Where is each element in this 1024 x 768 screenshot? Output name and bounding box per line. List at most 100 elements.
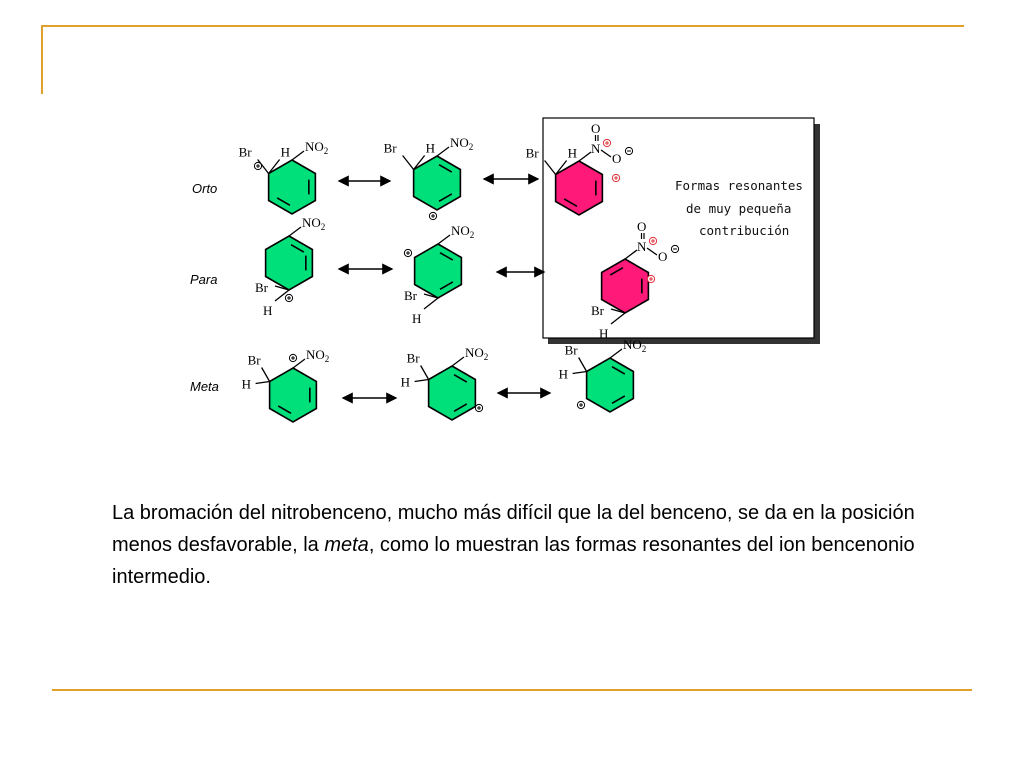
bond — [578, 357, 588, 372]
bond — [437, 234, 451, 245]
caption-text-2: , como lo muestran las formas resonantes… — [112, 534, 915, 588]
nitro-label: NO2 — [450, 135, 473, 152]
nitrogen-label: N — [591, 141, 601, 156]
bromo-label: Br — [255, 280, 269, 295]
hydrogen-label: H — [599, 326, 608, 341]
hydrogen-label: H — [242, 377, 251, 392]
bond — [274, 285, 290, 291]
bond — [255, 380, 270, 385]
ring-double-bond — [611, 366, 626, 375]
positive-charge — [576, 400, 586, 410]
bond — [624, 249, 638, 260]
positive-charge — [403, 248, 413, 258]
top-rule — [42, 25, 964, 27]
bond — [609, 348, 623, 359]
resonance-diagram: Orto Para Meta Formas resonantes de muy … — [190, 117, 820, 423]
hydrogen-label: H — [412, 311, 421, 326]
ring-double-bond — [611, 395, 626, 404]
positive-charge — [602, 138, 612, 148]
benzene-ring — [267, 159, 317, 215]
bond — [413, 155, 426, 170]
nitro-label: NO2 — [305, 139, 328, 156]
bond — [572, 370, 587, 375]
row-label-meta: Meta — [190, 379, 219, 394]
hydrogen-label: H — [263, 303, 272, 318]
bond — [600, 149, 612, 158]
caption: La bromación del nitrobenceno, mucho más… — [112, 497, 932, 593]
ring-outline — [412, 155, 462, 211]
bond — [423, 297, 439, 310]
negative-charge — [624, 146, 634, 156]
bromo-label: Br — [384, 141, 398, 156]
bond — [291, 150, 305, 161]
bottom-rule — [52, 689, 972, 691]
oxygen-label: O — [612, 151, 621, 166]
bond — [578, 151, 592, 162]
bromo-label: Br — [248, 353, 262, 368]
bromo-label: Br — [565, 343, 579, 358]
ring-double-bond — [609, 267, 624, 276]
bond — [610, 312, 626, 325]
bond — [423, 293, 439, 299]
benzene-ring — [412, 155, 462, 211]
hydrogen-label: H — [426, 141, 435, 156]
nitro-label: NO2 — [451, 223, 474, 240]
nitro-subscript: 2 — [469, 142, 474, 152]
note-line-3: contribución — [699, 223, 789, 238]
bond — [610, 308, 626, 314]
nitro-subscript: 2 — [324, 146, 329, 156]
row-label-orto: Orto — [192, 181, 217, 196]
hydrogen-label: H — [401, 375, 410, 390]
ring-outline — [413, 243, 463, 299]
nitro-label: NO2 — [302, 215, 325, 232]
benzene-ring — [264, 235, 314, 291]
bond — [274, 289, 290, 302]
oxygen-label: O — [658, 249, 667, 264]
positive-charge — [253, 161, 263, 171]
nitro-subscript: 2 — [321, 222, 326, 232]
nitro-subscript: 2 — [470, 230, 475, 240]
benzene-ring — [413, 243, 463, 299]
bond — [436, 146, 450, 157]
bond — [451, 356, 465, 367]
bond — [268, 159, 281, 174]
positive-charge — [284, 293, 294, 303]
hydrogen-label: H — [568, 146, 577, 161]
bond — [288, 226, 302, 237]
ring-double-bond — [563, 198, 578, 207]
positive-charge — [611, 173, 621, 183]
note-line-1: Formas resonantes — [675, 178, 803, 193]
bromo-label: Br — [239, 145, 253, 160]
ring-double-bond — [277, 405, 292, 414]
left-rule — [41, 25, 43, 94]
bromo-label: Br — [526, 146, 540, 161]
ring-double-bond — [438, 164, 453, 173]
bond — [257, 159, 270, 174]
benzene-ring — [268, 367, 318, 423]
nitro-label: NO2 — [306, 347, 329, 364]
nitro-subscript: 2 — [484, 352, 489, 362]
bond — [402, 155, 415, 170]
row-label-para: Para — [190, 272, 217, 287]
oxygen-label: O — [591, 121, 600, 136]
nitro-label: NO2 — [623, 337, 646, 354]
caption-emphasis: meta — [324, 534, 369, 556]
bond — [414, 378, 429, 383]
bond — [261, 367, 271, 382]
hydrogen-label: H — [559, 367, 568, 382]
ring-double-bond — [453, 403, 468, 412]
ring-double-bond — [439, 281, 454, 290]
caption-text-1: La bromación del nitrobenceno, mucho más… — [112, 502, 915, 556]
bromo-label: Br — [407, 351, 421, 366]
ring-double-bond — [438, 193, 453, 202]
benzene-ring — [427, 365, 477, 421]
positive-charge — [646, 274, 656, 284]
bond — [420, 365, 430, 380]
benzene-ring — [585, 357, 635, 413]
bromo-label: Br — [404, 288, 418, 303]
oxygen-label: O — [637, 219, 646, 234]
nitro-subscript: 2 — [642, 344, 647, 354]
bond — [646, 247, 658, 256]
positive-charge — [474, 403, 484, 413]
hydrogen-label: H — [281, 145, 290, 160]
